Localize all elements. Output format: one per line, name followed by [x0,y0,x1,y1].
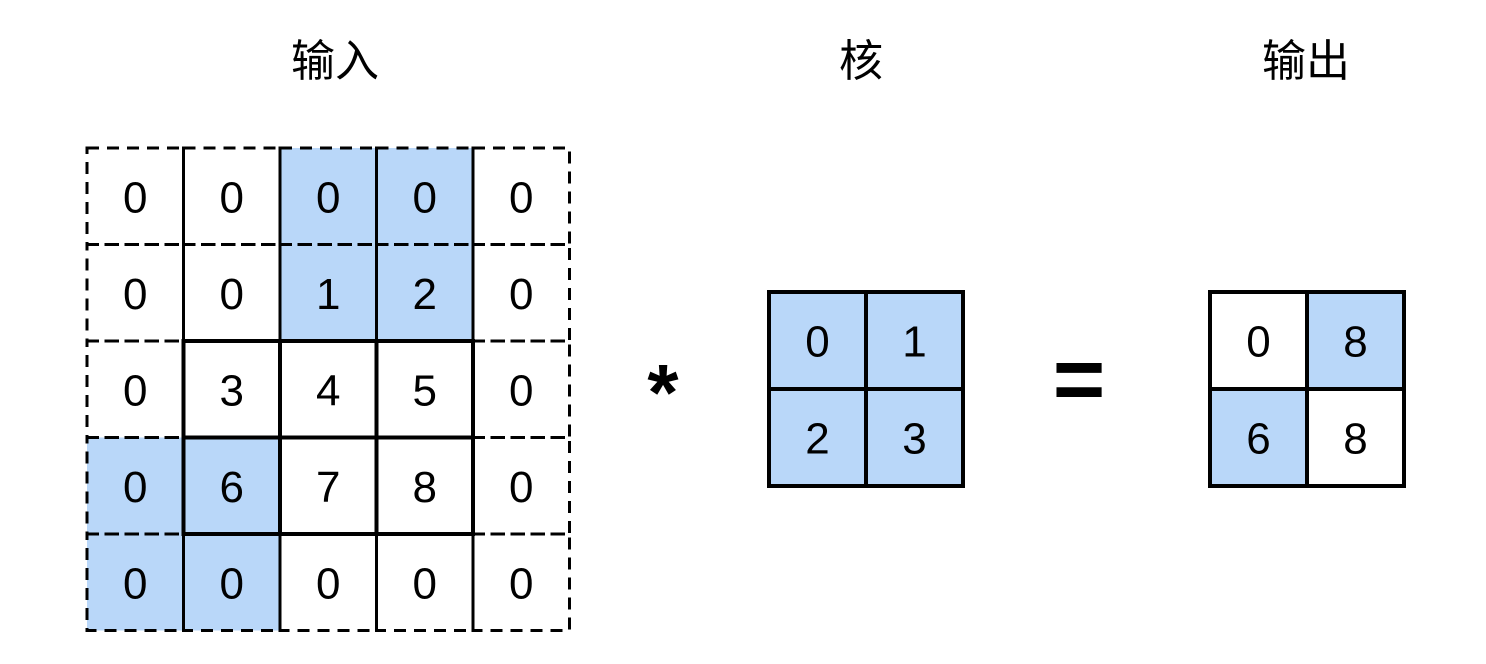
output-cell-border [1305,387,1406,488]
input-cell-bg [183,437,280,534]
input-cell-value: 0 [413,559,437,608]
input-cell-value: 0 [123,463,147,512]
input-cell-value: 0 [509,173,533,222]
input-cell-value: 0 [220,173,244,222]
input-cell-value: 0 [123,270,147,319]
input-cell-bg [87,437,184,534]
input-cell-bg [280,244,377,341]
kernel-cell-border [864,387,965,488]
input-cell-value: 8 [413,463,437,512]
output-cell-value: 8 [1343,415,1367,464]
convolution-operator: * [647,348,679,437]
input-cell-value: 0 [123,366,147,415]
input-cell-value: 0 [316,559,340,608]
input-cell-value: 4 [316,366,340,415]
output-cell-value: 8 [1343,318,1367,367]
input-cell-value: 0 [316,173,340,222]
kernel-cell-value: 0 [805,318,829,367]
kernel-cell-value: 3 [902,415,926,464]
output-cell-bg [1307,292,1404,389]
output-cell-value: 0 [1246,318,1270,367]
kernel-grid: 0 1 2 3 [767,290,965,488]
input-cell-bg [376,148,473,245]
input-cell-border [85,532,185,632]
input-cell-value: 0 [509,559,533,608]
kernel-cell-value: 1 [902,318,926,367]
input-cell-value: 1 [316,270,340,319]
input-cell-value: 5 [413,366,437,415]
input-cell-value: 0 [123,559,147,608]
input-cell-border [471,532,571,632]
input-cell-value: 7 [316,463,340,512]
kernel-cell-bg [769,389,866,486]
input-cell-value: 2 [413,270,437,319]
output-cell-bg [1210,389,1307,486]
input-inner-border [374,435,475,536]
input-cell-value: 0 [220,270,244,319]
input-cell-value: 0 [509,463,533,512]
input-cell-value: 0 [509,270,533,319]
kernel-cell-bg [769,292,866,389]
input-cell-value: 0 [509,366,533,415]
input-cell-value: 0 [123,173,147,222]
input-cell-bg [280,148,377,245]
input-cell-value: 0 [220,559,244,608]
output-cell-value: 6 [1246,415,1270,464]
kernel-cell-bg [866,292,963,389]
input-cell-bg [183,534,280,631]
output-heading: 输出 [1262,36,1350,87]
equals-operator: = [1053,330,1106,430]
kernel-heading: 核 [839,36,883,87]
input-cell-value: 3 [220,366,244,415]
input-cell-value: 0 [413,173,437,222]
input-cell-bg [87,534,184,631]
input-heading: 输入 [291,36,379,87]
kernel-cell-bg [866,389,963,486]
kernel-cell-value: 2 [805,415,829,464]
input-cell-bg [376,244,473,341]
input-cell-value: 6 [220,463,244,512]
input-grid: 0 0 0 0 0 0 0 1 2 0 0 3 4 5 0 0 6 7 8 0 0 0 0 0 0 [85,146,571,632]
output-grid: 0 8 6 8 [1208,290,1406,488]
